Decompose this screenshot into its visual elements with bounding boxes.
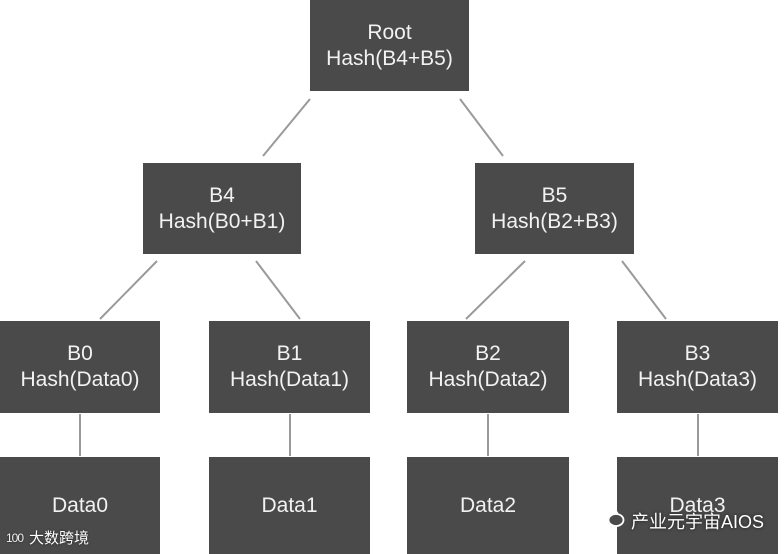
b0-hash: Hash(Data0) — [20, 368, 140, 391]
edge-b5-b3 — [621, 260, 667, 320]
edge-b4-b1 — [255, 260, 301, 320]
data2-title: Data2 — [459, 493, 517, 517]
b5-node: B5 Hash(B2+B3) — [475, 163, 634, 254]
root-hash: Hash(B4+B5) — [326, 46, 453, 70]
b1-node: B1 Hash(Data1) — [209, 321, 370, 413]
watermark-right: 产业元宇宙AIOS — [599, 507, 764, 534]
watermark-left-logo: 100 — [6, 530, 24, 545]
b3-title: B3 — [684, 342, 711, 365]
watermark-left-text: 大数跨境 — [29, 530, 90, 547]
b1-title: B1 — [276, 342, 303, 365]
b2-node: B2 Hash(Data2) — [407, 321, 569, 413]
edge-b4-b0 — [99, 260, 158, 320]
b5-title: B5 — [541, 183, 568, 207]
b2-title: B2 — [475, 342, 501, 365]
data3-node: Data3 — [617, 457, 778, 554]
b2-hash: Hash(Data2) — [428, 368, 548, 391]
data0-node: Data0 — [0, 457, 160, 554]
wechat-icon — [599, 507, 625, 534]
watermark-left: 100 大数跨境 — [6, 527, 89, 548]
b5-hash: Hash(B2+B3) — [491, 209, 618, 233]
watermark-right-text: 产业元宇宙AIOS — [630, 511, 764, 532]
b1-hash: Hash(Data1) — [229, 368, 350, 391]
edge-root-b5 — [459, 98, 504, 157]
b4-node: B4 Hash(B0+B1) — [143, 163, 301, 254]
b4-title: B4 — [209, 183, 235, 207]
data2-node: Data2 — [407, 457, 569, 554]
data3-title: Data3 — [669, 493, 726, 517]
b3-node: B3 Hash(Data3) — [617, 321, 778, 413]
data1-title: Data1 — [261, 493, 318, 517]
data0-title: Data0 — [51, 493, 109, 517]
b4-hash: Hash(B0+B1) — [158, 209, 286, 233]
b0-title: B0 — [67, 342, 93, 365]
b3-hash: Hash(Data3) — [637, 368, 758, 391]
data1-node: Data1 — [209, 457, 370, 554]
edge-b5-b2 — [465, 260, 526, 320]
root-node: Root Hash(B4+B5) — [310, 0, 469, 91]
b0-node: B0 Hash(Data0) — [0, 321, 160, 413]
edge-root-b4 — [262, 98, 311, 157]
root-title: Root — [367, 20, 412, 44]
